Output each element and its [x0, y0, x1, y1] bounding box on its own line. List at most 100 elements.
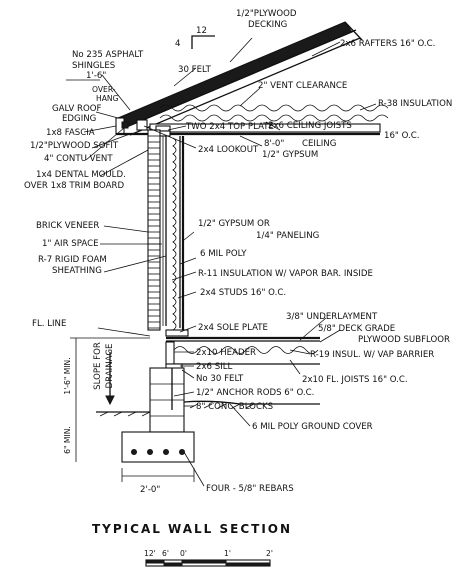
- label-galv-edge: GALV ROOF EDGING: [52, 104, 104, 124]
- pitch-run: 12: [196, 26, 207, 36]
- label-footing-width: 2'-0": [140, 485, 160, 495]
- rafter-underside: [129, 37, 361, 136]
- label-galv-edge-l1: GALV ROOF: [52, 104, 101, 114]
- label-r38: R-38 INSULATION: [378, 99, 452, 109]
- label-rebars: FOUR - 5/8" REBARS: [206, 484, 294, 494]
- leader: [171, 271, 197, 281]
- label-gypsum-wall-l1: 1/2" GYPSUM OR: [198, 219, 270, 229]
- roof-shingles: [117, 21, 353, 129]
- r38-insulation-batt: [159, 104, 389, 112]
- rim-header: [165, 341, 175, 365]
- leader: [239, 135, 263, 147]
- label-gypsum-ceiling: 1/2" GYPSUM: [262, 150, 318, 160]
- label-foam-sheathing: R-7 RIGID FOAM SHEATHING: [38, 255, 110, 276]
- leader: [181, 369, 195, 379]
- foundation: [96, 367, 320, 463]
- leader: [103, 225, 149, 233]
- label-galv-edge-l2: EDGING: [62, 114, 96, 124]
- leader: [97, 327, 151, 337]
- scale-bar-segment: [225, 562, 271, 567]
- label-felt-sill: No 30 FELT: [196, 374, 244, 384]
- label-slope-2: DRAINAGE: [105, 344, 115, 389]
- label-plywood-decking-l1: 1/2"PLYWOOD: [236, 9, 297, 19]
- label-anchor-rods: 1/2" ANCHOR RODS 6" O.C.: [196, 388, 314, 398]
- lookout-block: [136, 119, 148, 131]
- leader: [173, 67, 197, 87]
- leader-lines: [83, 37, 377, 487]
- label-dim-upper: 1'-6" MIN.: [63, 357, 72, 394]
- label-r19: R-19 INSUL. W/ VAP BARRIER: [310, 350, 434, 360]
- scale-bar-segment: [163, 562, 183, 567]
- leader: [229, 403, 251, 427]
- label-fl-line: FL. LINE: [32, 319, 66, 329]
- label-plywood-decking: 1/2"PLYWOOD DECKING: [236, 9, 299, 30]
- label-shingles-l1: No 235 ASPHALT: [72, 50, 144, 60]
- label-slope-1: SLOPE FOR: [93, 342, 103, 390]
- label-plywood-soffit: 1/2"PLYWOOD SOFIT: [30, 141, 119, 151]
- roof-assembly: [115, 21, 389, 137]
- leader: [173, 391, 195, 397]
- text-labels: 4 12 1/2"PLYWOOD DECKING 2x6 RAFTERS 16"…: [24, 9, 452, 536]
- leader: [101, 74, 131, 111]
- label-foam-sheathing-l1: R-7 RIGID FOAM: [38, 255, 107, 265]
- leader: [229, 37, 253, 63]
- leader: [183, 451, 205, 487]
- label-sole-plate: 2x4 SOLE PLATE: [198, 323, 268, 333]
- label-fl-joists: 2x10 FL. JOISTS 16" O.C.: [302, 375, 408, 385]
- leader: [265, 121, 281, 131]
- leader: [91, 133, 131, 149]
- label-header: 2x10 HEADER: [196, 348, 256, 358]
- r19-insulation: [173, 346, 319, 354]
- label-vent-clearance: 2" VENT CLEARANCE: [258, 81, 347, 91]
- label-subfloor: 5/8" DECK GRADE PLYWOOD SUBFLOOR: [318, 324, 450, 345]
- leader: [95, 111, 119, 119]
- leader: [359, 103, 377, 111]
- label-conc-blocks: 8" CONC. BLOCKS: [196, 402, 273, 412]
- label-overhang-l2: HANG: [96, 94, 119, 103]
- scale-bar-segment: [181, 559, 227, 564]
- label-overhang-dim: 1'-6": [86, 71, 106, 81]
- leader: [319, 329, 341, 343]
- scale-tick-label: 2': [266, 549, 273, 558]
- scale-bar-segment: [145, 559, 165, 564]
- rebar: [131, 449, 137, 455]
- leader: [85, 127, 125, 161]
- label-ceiling-height: 8'-0": [264, 139, 284, 149]
- slope-arrowhead: [105, 395, 115, 406]
- pitch-symbol: [191, 35, 215, 49]
- label-dental-mould-l2: OVER 1x8 TRIM BOARD: [24, 181, 124, 191]
- sole-plate: [165, 329, 189, 337]
- label-poly: 6 MIL POLY: [200, 249, 247, 259]
- label-top-plate: TWO 2x4 TOP PLATE: [185, 122, 274, 132]
- label-plywood-decking-l2: DECKING: [248, 20, 287, 30]
- label-foam-sheathing-l2: SHEATHING: [52, 266, 102, 276]
- label-dental-mould: 1x4 DENTAL MOULD. OVER 1x8 TRIM BOARD: [24, 170, 129, 191]
- label-ceiling-joists: 2x6 CEILING JOISTS 16" O.C.: [268, 121, 420, 141]
- leader: [99, 149, 149, 177]
- label-brick-veneer: BRICK VENEER: [36, 221, 99, 231]
- label-gypsum-wall-l2: 1/4" PANELING: [256, 231, 319, 241]
- label-shingles-l2: SHINGLES: [72, 61, 115, 71]
- rafter-end: [344, 21, 363, 41]
- label-dental-mould-l1: 1x4 DENTAL MOULD.: [36, 170, 126, 180]
- leader: [143, 125, 197, 149]
- r11-insulation: [172, 137, 177, 331]
- leader: [289, 349, 311, 355]
- pitch-rise: 4: [175, 39, 180, 49]
- leader: [177, 291, 197, 299]
- label-fascia: 1x8 FASCIA: [46, 128, 95, 138]
- brick-coursing: [148, 135, 160, 329]
- ceiling-joist: [149, 123, 381, 133]
- label-air-space: 1" AIR SPACE: [42, 239, 99, 249]
- label-dim-lower: 6" MIN.: [63, 426, 72, 454]
- rebar: [163, 449, 169, 455]
- label-gypsum-wall: 1/2" GYPSUM OR 1/4" PANELING: [198, 219, 319, 241]
- label-overhang-l1: OVER-: [92, 85, 116, 94]
- leader: [183, 231, 195, 241]
- rebar: [147, 449, 153, 455]
- leader: [103, 255, 167, 273]
- label-overhang: OVER- HANG: [92, 85, 119, 103]
- wall-assembly: [147, 129, 185, 331]
- rebar: [179, 449, 185, 455]
